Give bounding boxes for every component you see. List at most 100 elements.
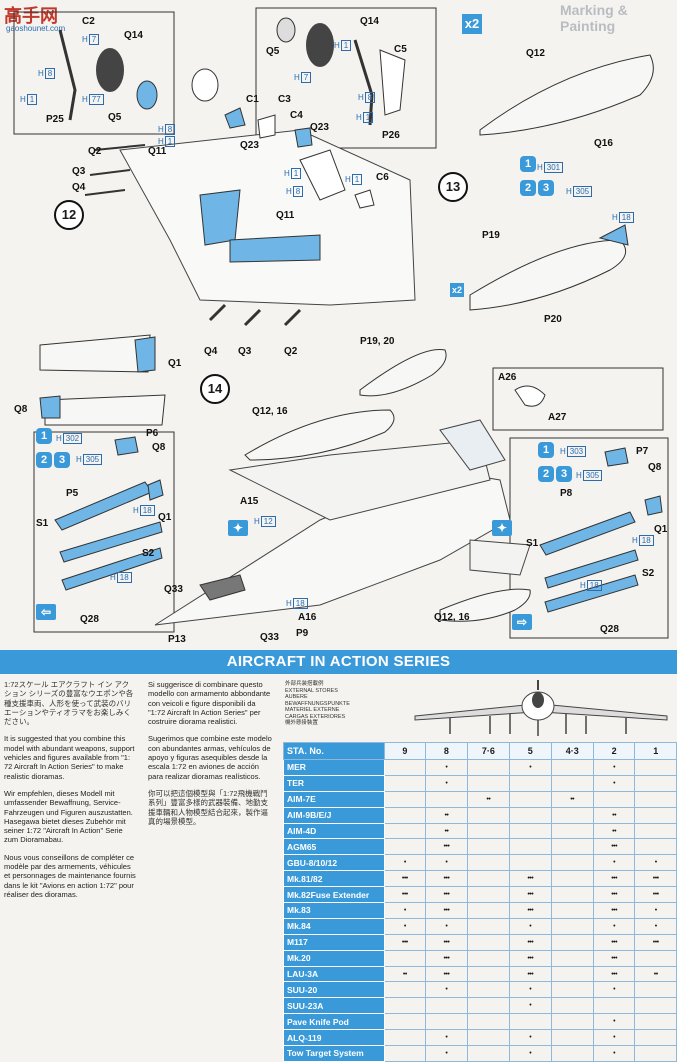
station-cell [508,806,552,824]
station-cell: •• [425,806,468,824]
detail-box-right [255,7,437,149]
store-name: AIM-7E [283,790,385,808]
store-name: LAU-3A [283,965,385,983]
part-label-q16: Q16 [594,138,613,149]
table-row: Mk.20••••••••• [283,949,677,967]
station-cell [425,997,468,1015]
store-name: Pave Knife Pod [283,1013,385,1031]
text-english: It is suggested that you combine this mo… [4,734,135,781]
text-italian: Si suggerisce di combinare questo modell… [148,680,271,727]
station-cell: ••• [383,933,427,951]
station-cell [550,838,594,856]
store-name: Mk.84 [283,917,385,935]
part-label-q4-bottom: Q4 [204,346,218,357]
station-cell: • [383,854,427,872]
station-cell: ••• [592,902,636,919]
station-cell [466,822,510,840]
part-label-p19: P19 [482,230,500,241]
table-row: Mk.83••••••••••• [283,902,677,919]
station-cell [550,759,594,776]
station-cell: • [508,759,552,776]
station-cell: •• [550,790,594,808]
station-cell [466,997,510,1015]
part-label-a26: A26 [498,372,517,383]
station-cell: • [634,854,677,872]
station-cell [550,870,594,888]
station-cell: ••• [425,902,468,919]
part-label-p25: P25 [46,114,64,125]
station-cell: • [592,1045,636,1062]
station-cell: • [508,1045,552,1062]
station-cell [634,997,677,1015]
station-cell: ••• [634,886,677,904]
store-name: Mk.83 [283,902,385,919]
part-label-p9: P9 [296,628,309,639]
step-13: 13 [438,172,468,202]
text-chinese: 你可以把這個模型與「1:72飛機戰鬥系列」豐富多樣的武器裝備、地勤支援車輛和人物… [148,788,268,826]
station-cell [383,1045,427,1062]
step-14: 14 [200,374,230,404]
text-japanese: 1:72スケール エアクラフト イン アクション シリーズの豊富なウエポンや各種… [4,680,134,727]
part-label-c1: C1 [246,94,259,105]
table-row: AGM65•••••• [283,838,677,856]
site-watermark: 高手网 [4,6,58,26]
station-cell [383,1029,427,1047]
station-cell [550,774,594,792]
part-label-c3: C3 [278,94,291,105]
table-row: SUU-23A• [283,997,677,1015]
station-cell [383,759,427,776]
station-cell: ••• [425,838,468,856]
station-cell: • [592,917,636,935]
station-col-4-3: 4·3 [550,742,594,760]
station-cell [634,822,677,840]
store-name: SUU-20 [283,981,385,999]
station-cell [634,1013,677,1031]
station-cell [466,759,510,776]
station-cell [466,917,510,935]
station-cell [466,1045,510,1062]
station-header: STA. No. [283,742,385,760]
station-cell: ••• [634,933,677,951]
store-name: Mk.20 [283,949,385,967]
station-cell: • [425,981,468,999]
part-label-p8: P8 [560,488,573,499]
station-cell [550,917,594,935]
part-label-q11-lower: Q11 [276,210,295,221]
store-name: TER [283,774,385,792]
store-name: AIM-4D [283,822,385,840]
station-cell: ••• [425,965,468,983]
part-label-q1-pod: Q1 [168,358,182,369]
marking-painting-heading: Marking & Painting [560,2,628,34]
station-cell [550,902,594,919]
station-cell [466,774,510,792]
part-label-p20: P20 [544,314,562,325]
station-cell: • [508,1029,552,1047]
station-cell [466,1013,510,1031]
station-cell [383,997,427,1015]
station-cell [383,774,427,792]
station-cell: • [425,854,468,872]
station-cell [466,854,510,872]
station-cell [508,774,552,792]
part-label-q23-b: Q23 [240,140,259,151]
station-cell: • [592,1029,636,1047]
station-cell [634,1029,677,1047]
station-cell [634,806,677,824]
station-cell: ••• [425,870,468,888]
part-label-q5-left: Q5 [108,112,122,123]
station-cell: ••• [592,886,636,904]
station-cell: ••• [508,902,552,919]
